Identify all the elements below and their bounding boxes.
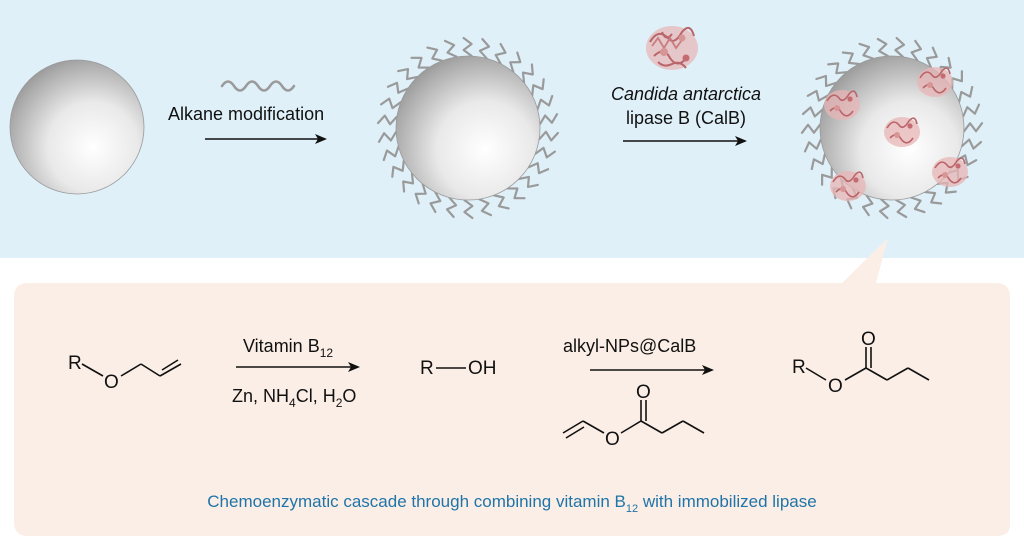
r-label: R [792, 357, 806, 378]
alkane-chain-icon [220, 80, 296, 92]
o-label: O [636, 382, 651, 403]
reaction1-reagent-bottom: Zn, NH4Cl, H2O [232, 386, 356, 410]
reaction1-reagent-top: Vitamin B12 [243, 336, 333, 360]
alcohol-structure: R OH [420, 358, 497, 379]
o-label: O [104, 372, 119, 393]
o-label: O [861, 329, 876, 350]
alkyl-nanoparticle [395, 55, 541, 201]
bottom-panel [14, 238, 1010, 536]
bound-protein [932, 157, 968, 187]
calb-protein-icon [646, 26, 698, 70]
oh-label: OH [468, 358, 497, 379]
reaction2-reagent-top: alkyl-NPs@CalB [563, 336, 696, 356]
bound-protein [824, 90, 860, 120]
vinyl-butyrate-structure: O O [562, 382, 705, 450]
bound-protein [884, 117, 920, 147]
r-label: R [68, 353, 82, 374]
step2-label: lipase B (CalB) [626, 108, 746, 128]
r-label: R [420, 358, 434, 379]
bound-protein [917, 67, 953, 97]
o-label: O [828, 376, 843, 397]
scheme-caption: Chemoenzymatic cascade through combining… [207, 492, 816, 515]
o-label: O [605, 429, 620, 450]
bound-protein [830, 171, 866, 201]
bare-nanoparticle [9, 59, 145, 195]
bound-proteins [824, 67, 968, 201]
step1-label: Alkane modification [168, 104, 324, 124]
product-ester-structure: R O O [792, 329, 930, 397]
allyl-ether-structure: R O [68, 353, 182, 393]
step2-label-italic: Candida antarctica [611, 84, 761, 104]
